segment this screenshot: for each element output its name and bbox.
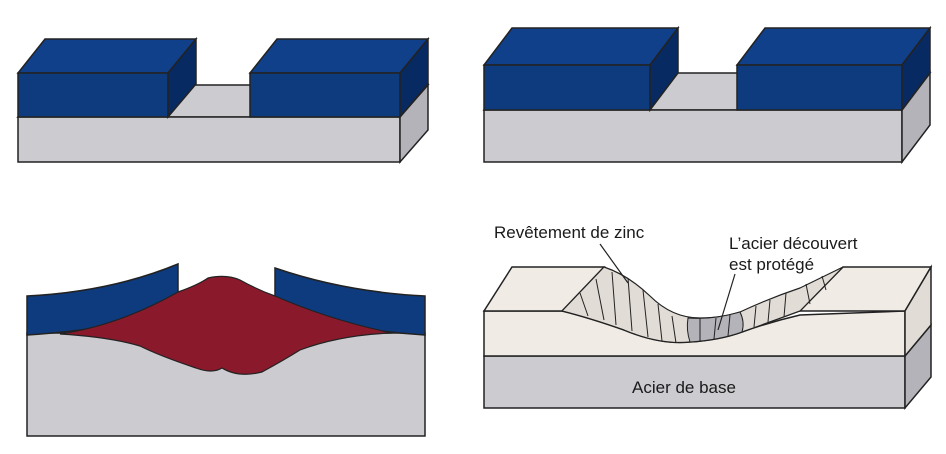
coating-block-left-top [16,38,198,74]
label-exposed-steel-line2: est protégé [729,255,814,274]
leader-exposed-steel [717,273,736,331]
coating-block-left-top [482,27,680,66]
label-zinc-coating: Revêtement de zinc [494,223,645,242]
groove-zinc-wall [560,266,844,344]
coating-block-right-side [901,25,931,113]
coating-block-right-top [248,38,430,74]
steel-base-front [17,116,401,163]
label-exposed-steel-line1: L’acier découvert [729,234,858,253]
panel-bottom-left [26,262,426,437]
coating-block-right-front [736,64,903,111]
leader-zinc-coating [599,243,629,284]
coating-block-left-side [167,36,197,120]
coating-block-left-side [649,25,679,113]
coating-block-right-top [735,27,932,66]
rust-corrosion [59,275,393,375]
coating-block-left-front [17,72,169,118]
base-steel-front [483,355,906,409]
panel-top-left [16,36,430,164]
coating-block-right-front [249,72,401,118]
panel-bottom-right: Revêtement de zinc L’acier découvert est… [482,223,933,411]
coating-block-right-side [399,36,429,120]
coating-block-left-front [483,64,651,111]
zinc-layer-side [904,264,932,359]
panel-top-right [482,25,932,165]
label-base-steel: Acier de base [632,378,736,397]
groove-striations [579,271,827,344]
steel-base-front [483,109,903,163]
